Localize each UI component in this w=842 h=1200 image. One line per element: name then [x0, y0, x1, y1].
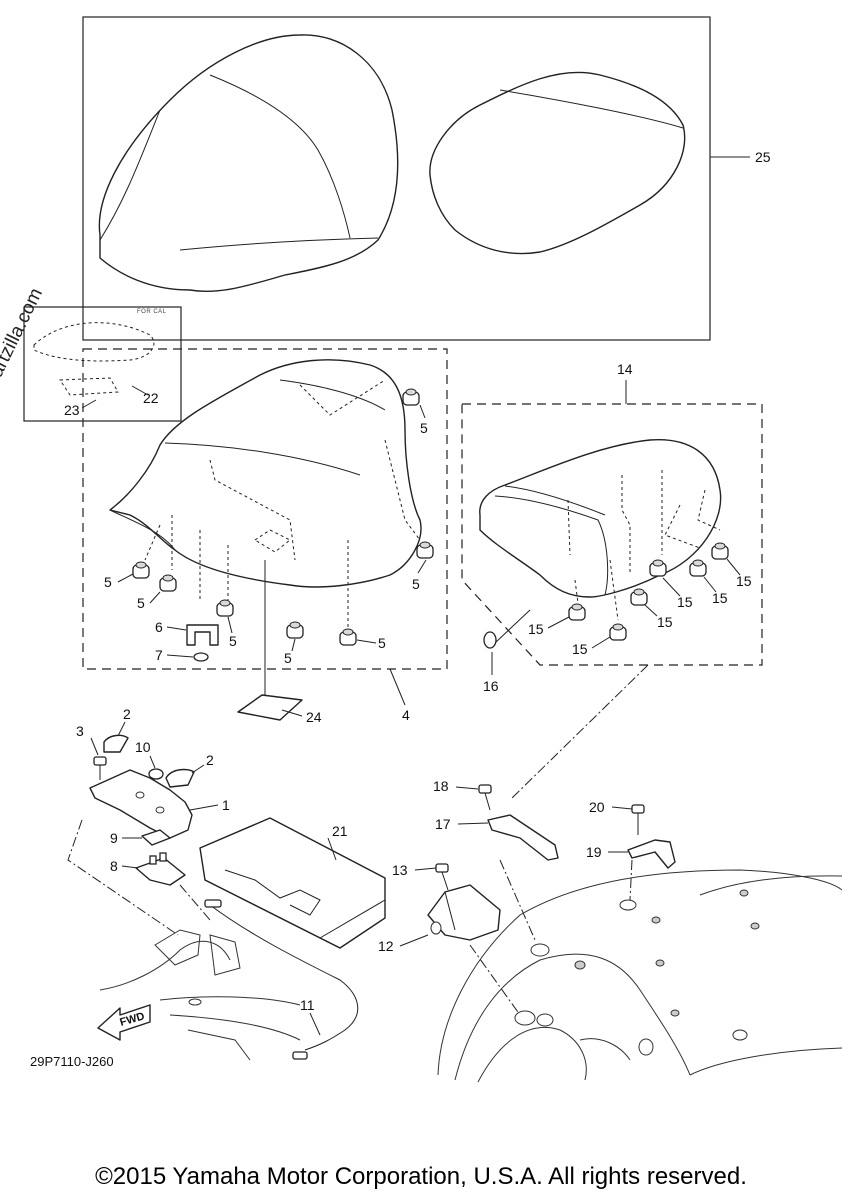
callout-5-c: 5 — [104, 574, 112, 590]
callout-13: 13 — [392, 862, 408, 878]
bolt-18 — [478, 784, 492, 811]
bolt-13 — [435, 863, 449, 891]
callout-6: 6 — [155, 619, 163, 635]
callout-18: 18 — [433, 778, 449, 794]
seat-bracket-1 — [89, 769, 193, 839]
frame-left — [99, 929, 301, 1061]
rear-seat-cover — [429, 71, 686, 255]
bracket-6 — [186, 624, 219, 646]
fwd-arrow-icon: FWD — [97, 1004, 151, 1041]
callout-25: 25 — [755, 149, 771, 165]
washer-9 — [141, 829, 171, 846]
callout-5-a: 5 — [420, 420, 428, 436]
callout-11: 11 — [300, 997, 315, 1013]
nut-10 — [148, 768, 164, 780]
callout-16: 16 — [483, 678, 499, 694]
callout-20: 20 — [589, 799, 605, 815]
bracket-19 — [627, 839, 676, 869]
callout-9: 9 — [110, 830, 118, 846]
cable-11 — [204, 899, 359, 1060]
grommet-5-d — [286, 621, 304, 639]
callout-21: 21 — [332, 823, 348, 839]
rear-seat — [479, 438, 722, 621]
callout-14: 14 — [617, 361, 633, 377]
callout-22: 22 — [143, 390, 159, 406]
grommet-15-c — [630, 588, 648, 606]
pad-24 — [237, 694, 303, 721]
callout-10: 10 — [135, 739, 151, 755]
pad-2-b — [165, 768, 195, 788]
seat-cover-box — [82, 16, 711, 341]
front-seat-box — [82, 348, 448, 670]
bolt-20 — [631, 804, 645, 835]
grommet-15-d — [649, 559, 667, 577]
lock-8 — [135, 852, 186, 886]
callout-5-d: 5 — [137, 595, 145, 611]
grommet-15-a — [568, 603, 586, 621]
tool-kit-21 — [199, 817, 386, 949]
grommet-5-f — [416, 541, 434, 559]
callout-12: 12 — [378, 938, 394, 954]
grommet-15-f — [711, 542, 729, 560]
callout-5-b: 5 — [412, 576, 420, 592]
callout-24: 24 — [306, 709, 322, 725]
inset-label: FOR CAL — [137, 309, 167, 315]
grommet-15-b — [609, 623, 627, 641]
rear-fender — [437, 869, 842, 1083]
bracket-17 — [487, 814, 559, 861]
callout-19: 19 — [586, 844, 602, 860]
pad-2-a — [103, 734, 129, 753]
front-seat-cover — [98, 34, 399, 293]
front-seat — [109, 359, 422, 700]
callout-5-g: 5 — [378, 635, 386, 651]
callout-15-a: 15 — [528, 621, 544, 637]
callout-23: 23 — [64, 402, 80, 418]
callout-15-f: 15 — [736, 573, 752, 589]
callout-2-b: 2 — [206, 752, 214, 768]
callout-15-b: 15 — [572, 641, 588, 657]
callout-5-e: 5 — [229, 633, 237, 649]
callout-15-c: 15 — [657, 614, 673, 630]
copyright-footer: ©2015 Yamaha Motor Corporation, U.S.A. A… — [95, 1163, 747, 1190]
callout-8: 8 — [110, 858, 118, 874]
grommet-5-c — [216, 599, 234, 617]
inset-seat-sketch — [33, 322, 155, 396]
grommet-5-g — [402, 388, 420, 406]
callout-5-f: 5 — [284, 650, 292, 666]
grommet-5-b — [159, 574, 177, 592]
callout-1: 1 — [222, 797, 230, 813]
callout-3: 3 — [76, 723, 84, 739]
bolt-3 — [93, 756, 107, 780]
grommet-5-a — [132, 561, 150, 579]
callout-15-e: 15 — [712, 590, 728, 606]
inset-box — [23, 306, 182, 422]
callout-17: 17 — [435, 816, 451, 832]
bolt-7 — [193, 652, 209, 662]
grommet-5-e — [339, 628, 357, 646]
seat-lock-12 — [427, 884, 501, 941]
diagram-code: 29P7110-J260 — [30, 1054, 114, 1069]
callout-15-d: 15 — [677, 594, 693, 610]
bolt-16 — [483, 609, 531, 649]
grommet-15-e — [689, 559, 707, 577]
callout-4: 4 — [402, 707, 410, 723]
callout-7: 7 — [155, 647, 163, 663]
callout-2-a: 2 — [123, 706, 131, 722]
